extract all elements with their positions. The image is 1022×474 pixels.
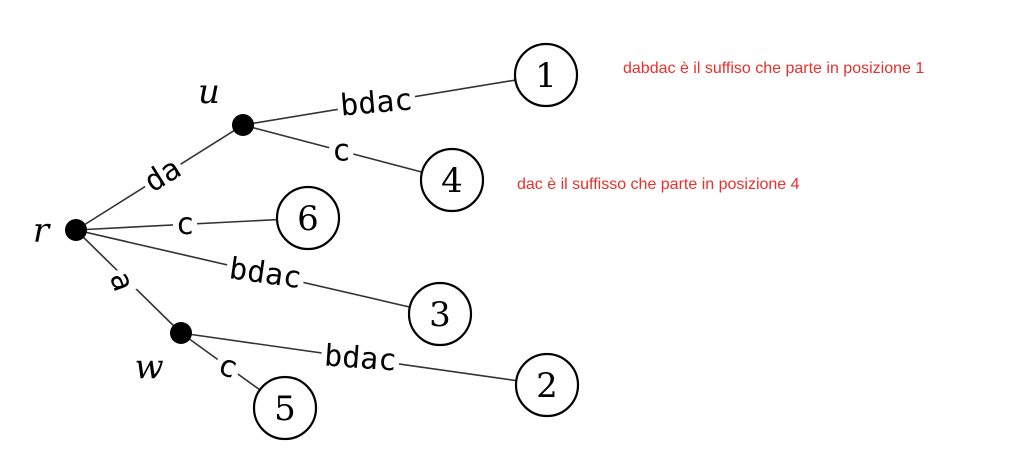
leaf-node-2 xyxy=(514,352,580,418)
edge-label-group-u-l4: c xyxy=(329,133,354,168)
edge-label-u-l1: bdac xyxy=(339,82,414,123)
edge-label-background xyxy=(329,137,354,164)
edge-label-background xyxy=(138,153,188,198)
edge-label-u-l4: c xyxy=(332,133,350,168)
edge-label-group-w-l5: c xyxy=(212,347,244,386)
leaf-node-4 xyxy=(419,147,485,213)
leaf-label-4: 4 xyxy=(441,161,463,201)
edge-label-r-l3: bdac xyxy=(227,251,303,296)
edge-label-group-r-l3: bdac xyxy=(224,251,306,296)
edge-label-background xyxy=(105,265,138,298)
leaf-label-6: 6 xyxy=(297,199,319,239)
node-name-u: u xyxy=(198,72,220,112)
annotation-suffix-4: dac è il suffisso che parte in posizione… xyxy=(517,176,800,193)
edge-label-r-l6: c xyxy=(176,207,194,242)
node-name-r: r xyxy=(33,211,51,251)
edge-label-group-r-w: a xyxy=(102,265,141,298)
edge-label-group-r-l6: c xyxy=(173,207,198,242)
annotation-suffix-1: dabdac è il suffiso che parte in posizio… xyxy=(623,60,925,77)
edge-label-w-l2: bdac xyxy=(323,339,398,379)
leaf-node-6 xyxy=(275,185,341,251)
edge-label-group-w-l2: bdac xyxy=(320,339,401,379)
edge-label-r-u: da xyxy=(138,151,187,200)
edge-label-background xyxy=(212,350,244,384)
leaf-node-1 xyxy=(513,42,579,108)
leaf-node-3 xyxy=(407,281,473,347)
leaf-node-5 xyxy=(252,375,318,441)
nodes-layer: r u w 1 4 6 3 2 5 xyxy=(33,42,580,441)
internal-node-u xyxy=(232,114,254,136)
leaf-label-2: 2 xyxy=(536,366,558,406)
leaf-label-5: 5 xyxy=(274,389,296,429)
internal-node-w xyxy=(170,322,192,344)
edge-label-group-u-l1: bdac xyxy=(336,82,417,124)
edge-label-background xyxy=(173,211,198,238)
node-name-w: w xyxy=(134,347,163,387)
edge-label-group-r-u: da xyxy=(138,151,188,200)
edge-label-background xyxy=(320,342,401,375)
leaf-label-3: 3 xyxy=(429,295,451,335)
edge-label-background xyxy=(336,86,417,120)
leaf-label-1: 1 xyxy=(535,56,557,96)
internal-node-r xyxy=(65,219,87,241)
edge-label-background xyxy=(224,255,306,292)
